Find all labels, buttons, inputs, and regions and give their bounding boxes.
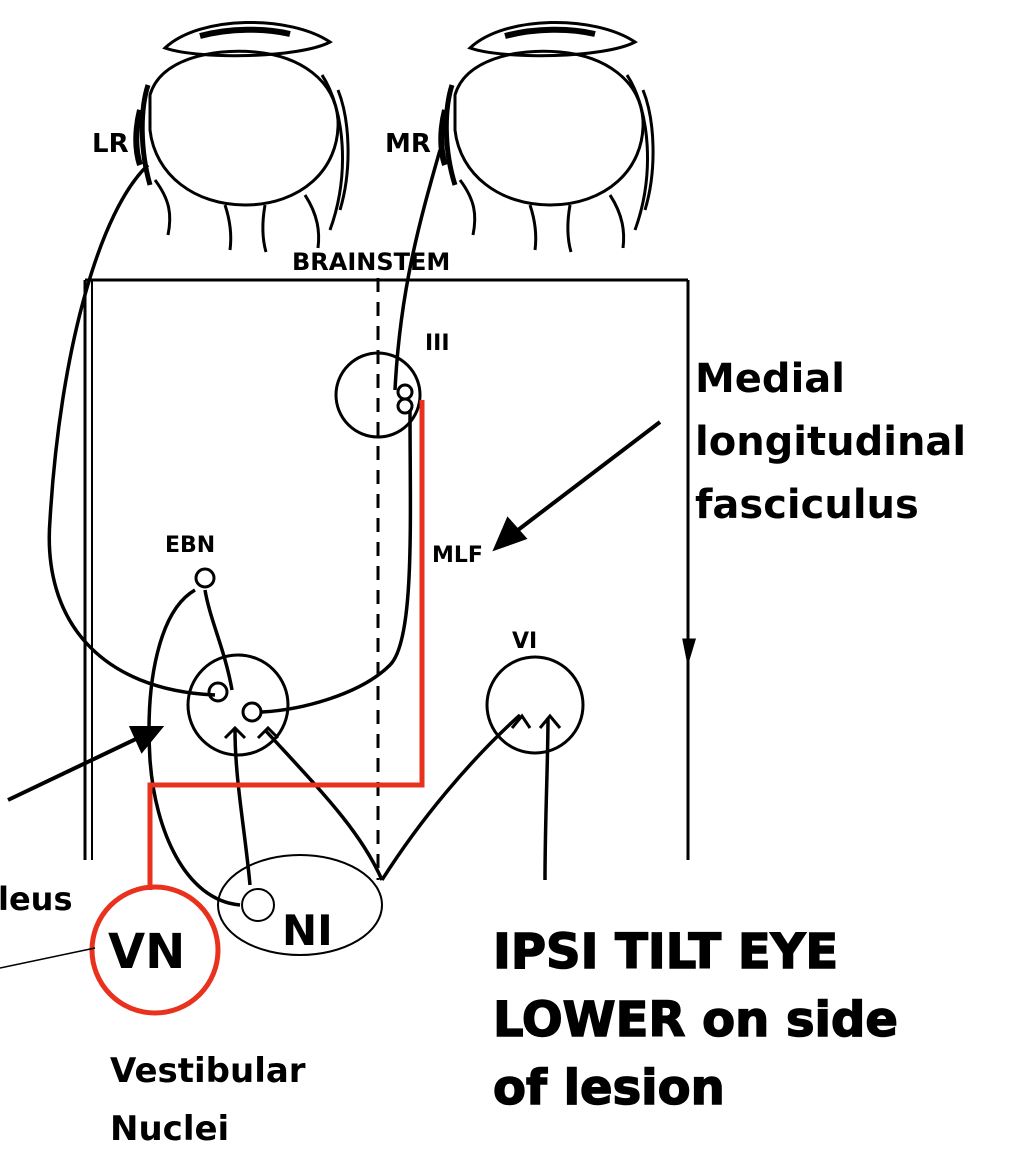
mlf-callout-line-2: longitudinal [695,419,966,465]
left-eye [136,22,348,252]
right-eye [441,22,653,252]
mlf-callout-line-1: Medial [695,356,845,402]
clinical-note-line-2: LOWER on side [493,992,898,1048]
abducens-nucleus [487,657,583,753]
ni-label: NI [282,906,333,955]
brainstem-box [85,280,694,860]
iii-label: III [425,331,450,356]
mr-label: MR [385,129,431,159]
mlf-callout-line-3: fasciculus [695,482,919,528]
left-gaze-nucleus [188,655,288,755]
lr-label: LR [92,129,129,159]
synapse-marks [225,716,560,738]
vi-label: VI [512,629,537,654]
vestibular-nuclei-line-1: Vestibular [110,1051,306,1091]
ebn-small-circle [196,569,214,587]
vn-label: VN [108,924,185,980]
mlf-label: MLF [432,543,483,568]
partial-left-label: leus [0,880,73,918]
clinical-note-line-3: of lesion [493,1060,725,1116]
clinical-note-line-1: IPSI TILT EYE [493,924,838,980]
ebn-label: EBN [165,533,215,558]
vestibular-nuclei-line-2: Nuclei [110,1109,229,1149]
ni-small-circle [242,889,274,921]
callout-arrows [0,422,660,968]
brainstem-label: BRAINSTEM [292,248,450,276]
